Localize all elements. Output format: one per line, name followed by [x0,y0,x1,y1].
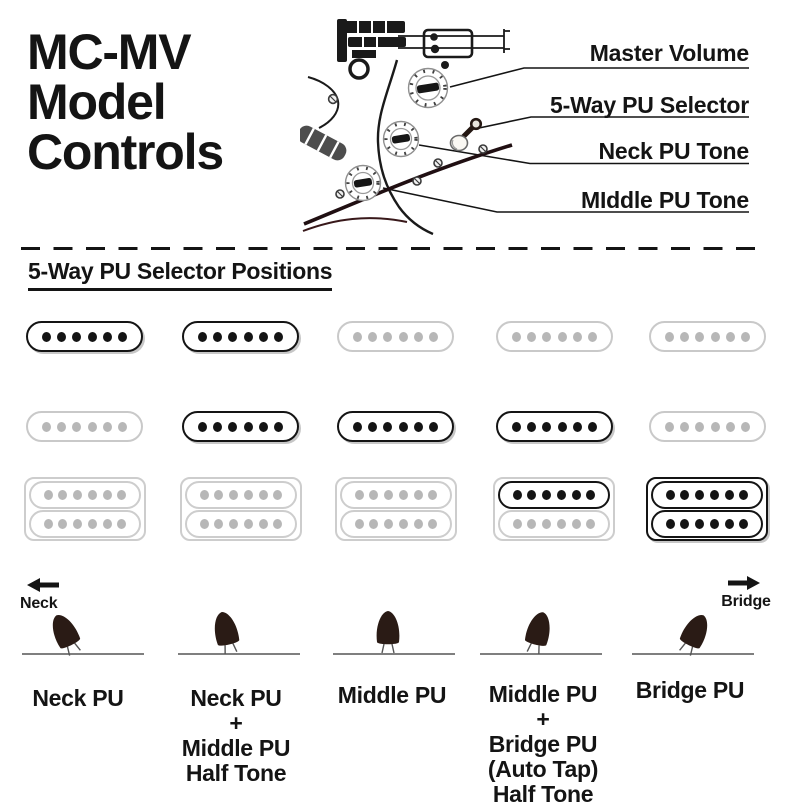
bridge-top-coil [498,480,610,509]
selector-lever-pos5[interactable] [630,596,756,660]
bridge-pickup-pos2 [180,477,302,541]
output-cable [303,143,513,226]
bridge-hardware [337,19,510,80]
bridge-bottom-coil [29,509,141,538]
callout-master-volume: Master Volume [589,40,750,66]
bridge-top-coil [651,480,763,509]
middle-pickup-art [300,125,347,161]
guitar-controls-illustration [300,19,749,236]
dashed-divider [21,247,758,251]
page-title: MC-MV Model Controls [27,24,224,180]
middle-tone-knob[interactable] [344,164,382,202]
position-label-1: Neck PU [32,685,124,711]
middle-pickup-pos5 [649,411,766,442]
page-title-line1: MC-MV [27,24,192,80]
neck-direction-label: Neck [20,595,58,612]
position-label-2: Neck PU + Middle PU Half Tone [181,685,291,786]
middle-pickup-pos2 [182,411,299,442]
position-label-3: Middle PU [337,682,447,708]
neck-pickup-pos1 [26,321,143,352]
bridge-bottom-coil [185,509,297,538]
section-heading: 5-Way PU Selector Positions [28,258,332,291]
position-label-4: Middle PU + Bridge PU (Auto Tap) Half To… [487,681,599,807]
callout-line-master-volume [449,67,749,88]
pickguard-edges [302,59,513,236]
bridge-bottom-coil [498,509,610,538]
middle-pickup-pos4 [496,411,613,442]
middle-pickup-pos3 [337,411,454,442]
middle-pickup-pos1 [26,411,143,442]
position-label-5: Bridge PU [635,677,745,703]
bridge-pickup-pos4 [493,477,615,541]
bridge-direction-label: Bridge [721,593,771,610]
bridge-pickup-pos3 [335,477,457,541]
callout-line-middle-tone [382,187,749,213]
bridge-arrow-icon [728,576,760,590]
page-title-line3: Controls [27,124,224,180]
callout-line-neck-tone [418,144,749,165]
bridge-pickup-pos5 [646,477,768,541]
neck-pickup-pos3 [337,321,454,352]
neck-arrow-icon [27,578,59,592]
callout-lines [382,67,749,213]
bridge-top-coil [340,480,452,509]
selector-lever-pos1[interactable] [20,596,146,660]
bridge-bottom-coil [340,509,452,538]
pickup-selector-switch[interactable] [449,117,483,152]
pickguard-screws [327,93,488,199]
callout-line-selector [478,116,749,129]
master-volume-knob[interactable] [407,67,449,109]
page-title-line2: Model [27,74,167,130]
selector-lever-pos2[interactable] [176,596,302,660]
neck-pickup-pos5 [649,321,766,352]
neck-pickup-pos2 [182,321,299,352]
callout-middle-tone: MIddle PU Tone [581,187,749,213]
bridge-top-coil [185,480,297,509]
neck-pickup-pos4 [496,321,613,352]
bridge-pickup-pos1 [24,477,146,541]
tremolo-block-hole [348,58,370,80]
callout-selector: 5-Way PU Selector [550,92,749,118]
bridge-top-coil [29,480,141,509]
selector-lever-pos3[interactable] [331,596,457,660]
callout-neck-tone: Neck PU Tone [598,138,749,164]
selector-lever-pos4[interactable] [478,596,604,660]
bridge-bottom-coil [651,509,763,538]
neck-tone-knob[interactable] [382,120,420,158]
